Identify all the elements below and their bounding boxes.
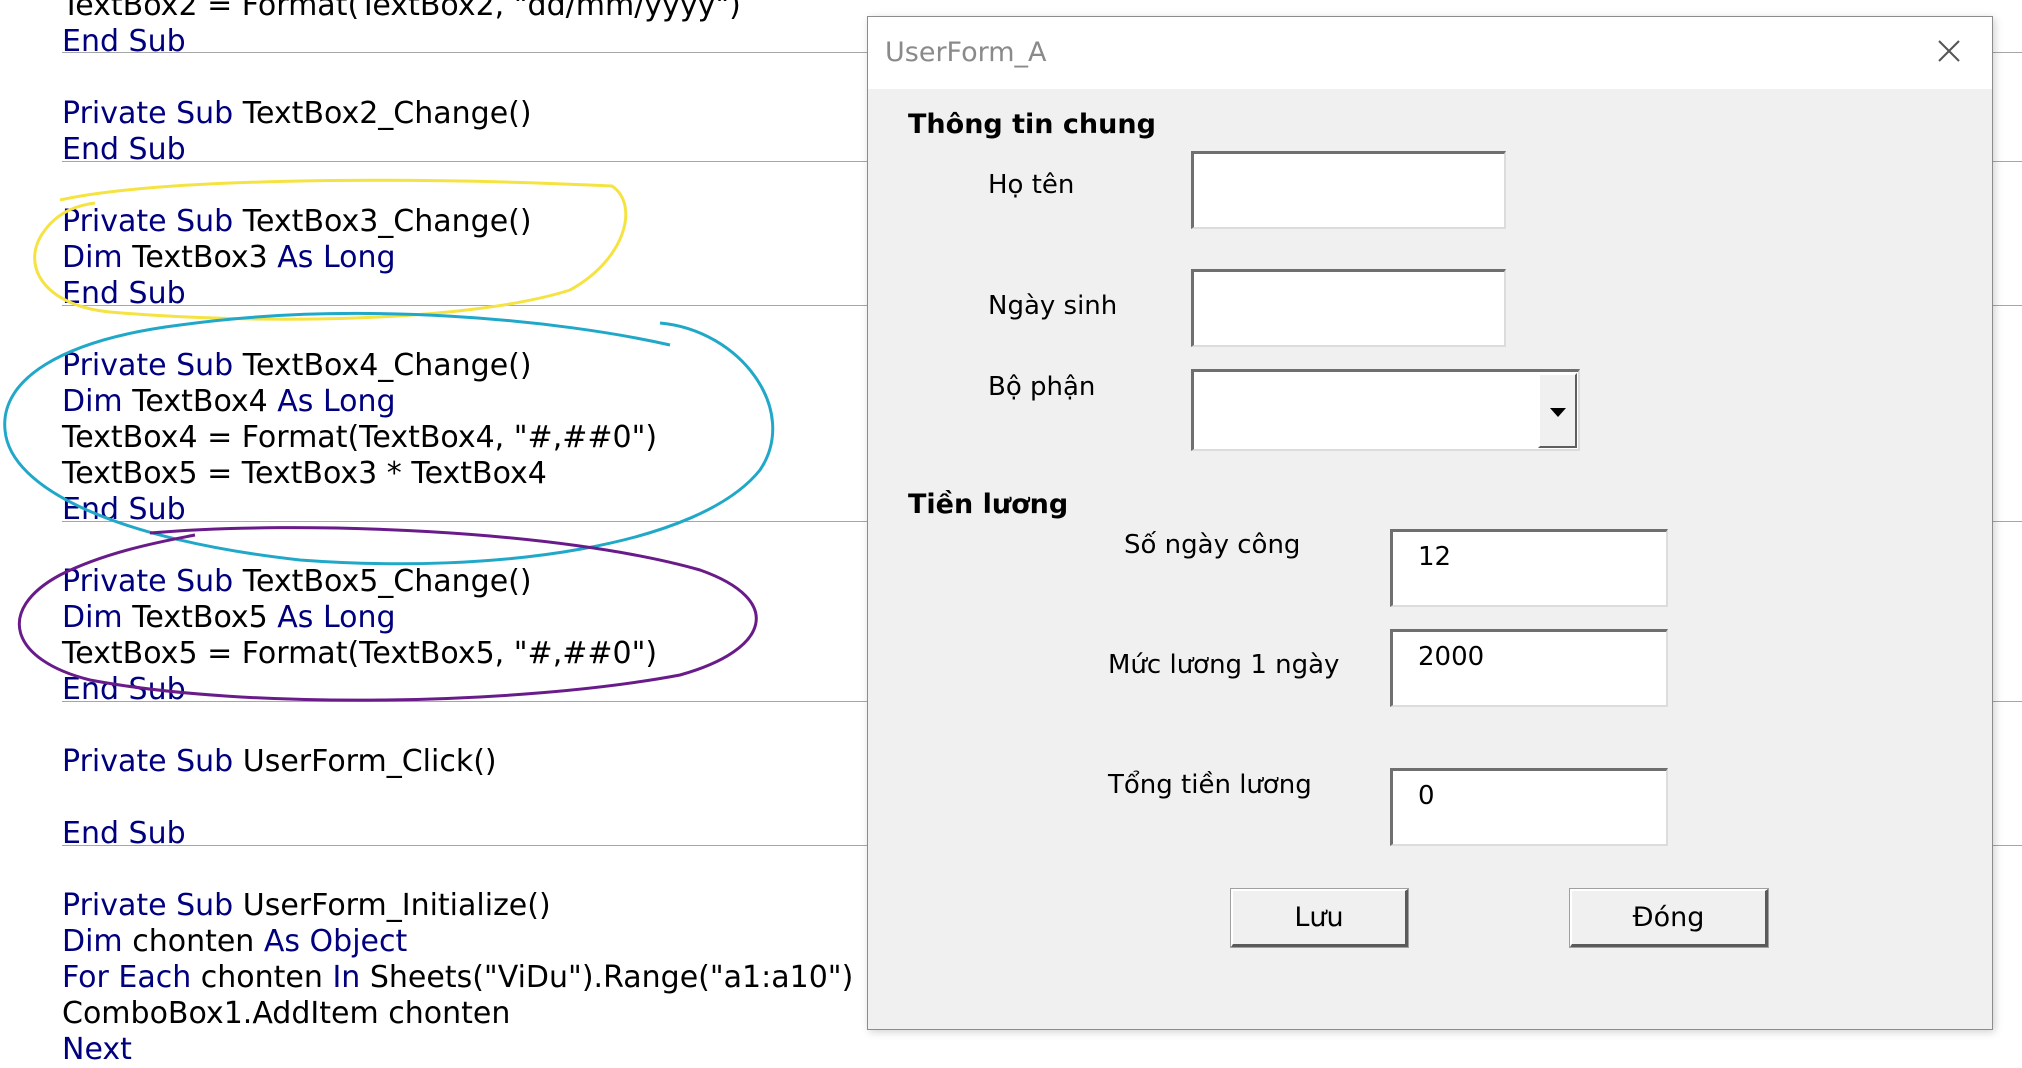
code-text: TextBox5: [132, 600, 278, 635]
code-line: Private Sub TextBox5_Change(): [62, 564, 532, 600]
code-keyword: As Long: [277, 600, 396, 635]
code-text: TextBox4 = Format(TextBox4, "#,##0"): [62, 420, 658, 455]
code-text: chonten: [200, 960, 333, 995]
code-keyword: End Sub: [62, 24, 186, 59]
muc-luong-label: Mức lương 1 ngày: [1108, 650, 1340, 680]
code-text: chonten: [132, 924, 264, 959]
code-text: TextBox2 = Format(TextBox2, "dd/mm/yyyy"…: [62, 0, 741, 23]
code-text: TextBox5 = TextBox3 * TextBox4: [62, 456, 547, 491]
code-text: Sheets("ViDu").Range("a1:a10"): [369, 960, 854, 995]
code-keyword: Private Sub: [62, 888, 243, 923]
code-keyword: Private Sub: [62, 204, 243, 239]
tong-tien-label: Tổng tiền lương: [1108, 770, 1312, 800]
code-line: Private Sub UserForm_Initialize(): [62, 888, 551, 924]
code-text: UserForm_Initialize(): [242, 888, 551, 923]
code-keyword: For Each: [62, 960, 201, 995]
code-keyword: Dim: [62, 240, 133, 275]
code-keyword: Private Sub: [62, 96, 243, 131]
bo-phan-label: Bộ phận: [988, 372, 1096, 402]
code-line: End Sub: [62, 816, 186, 852]
section-title-general-info: Thông tin chung: [908, 109, 1156, 140]
code-text: ComboBox1.AddItem chonten: [62, 996, 511, 1031]
code-line: Dim TextBox5 As Long: [62, 600, 396, 636]
code-line: End Sub: [62, 24, 186, 60]
code-line: Dim chonten As Object: [62, 924, 407, 960]
combobox-dropdown-button[interactable]: [1538, 373, 1577, 448]
code-text: UserForm_Click(): [242, 744, 497, 779]
so-ngay-cong-input[interactable]: 12: [1390, 529, 1668, 607]
ngay-sinh-input[interactable]: [1191, 269, 1506, 347]
tong-tien-input[interactable]: 0: [1390, 768, 1668, 846]
section-title-salary: Tiền lương: [908, 489, 1069, 520]
code-line: TextBox5 = TextBox3 * TextBox4: [62, 456, 547, 492]
code-line: Private Sub TextBox2_Change(): [62, 96, 532, 132]
dialog-title: UserForm_A: [885, 37, 1047, 68]
code-line: End Sub: [62, 132, 186, 168]
code-keyword: Dim: [62, 384, 133, 419]
code-text: TextBox4_Change(): [242, 348, 532, 383]
userform-dialog: UserForm_A Thông tin chung Họ tên Ngày s…: [867, 16, 1993, 1030]
code-text: TextBox4: [132, 384, 278, 419]
close-icon: [1938, 40, 1960, 62]
code-line: Dim TextBox3 As Long: [62, 240, 396, 276]
code-line: Next: [62, 1032, 132, 1068]
code-line: TextBox5 = Format(TextBox5, "#,##0"): [62, 636, 657, 672]
code-keyword: Dim: [62, 924, 133, 959]
code-line: End Sub: [62, 492, 186, 528]
code-text: TextBox2_Change(): [242, 96, 532, 131]
code-line: Dim TextBox4 As Long: [62, 384, 396, 420]
code-line: Private Sub TextBox4_Change(): [62, 348, 532, 384]
code-text: TextBox3_Change(): [242, 204, 532, 239]
code-line: TextBox4 = Format(TextBox4, "#,##0"): [62, 420, 657, 456]
bo-phan-combobox[interactable]: [1191, 369, 1580, 451]
muc-luong-input[interactable]: 2000: [1390, 629, 1668, 707]
ngay-sinh-label: Ngày sinh: [988, 291, 1118, 321]
code-line: End Sub: [62, 276, 186, 312]
code-line: Private Sub TextBox3_Change(): [62, 204, 532, 240]
code-line: For Each chonten In Sheets("ViDu").Range…: [62, 960, 853, 996]
code-line: End Sub: [62, 672, 186, 708]
close-button[interactable]: [1910, 17, 1992, 89]
close-form-button[interactable]: Đóng: [1569, 888, 1769, 948]
ho-ten-input[interactable]: [1191, 151, 1506, 229]
code-line: Private Sub UserForm_Click(): [62, 744, 497, 780]
so-ngay-cong-label: Số ngày công: [1124, 530, 1301, 560]
code-text: TextBox3: [132, 240, 278, 275]
code-text: TextBox5 = Format(TextBox5, "#,##0"): [62, 636, 658, 671]
code-keyword: Private Sub: [62, 348, 243, 383]
code-line: ComboBox1.AddItem chonten: [62, 996, 510, 1032]
code-keyword: Private Sub: [62, 744, 243, 779]
code-text: TextBox5_Change(): [242, 564, 532, 599]
code-keyword: Private Sub: [62, 564, 243, 599]
save-button[interactable]: Lưu: [1230, 888, 1409, 948]
chevron-down-icon: [1550, 408, 1566, 417]
ho-ten-label: Họ tên: [988, 170, 1075, 200]
code-keyword: As Long: [277, 240, 396, 275]
code-line: TextBox2 = Format(TextBox2, "dd/mm/yyyy"…: [62, 0, 741, 24]
code-keyword: In: [332, 960, 370, 995]
dialog-titlebar[interactable]: UserForm_A: [868, 17, 1992, 89]
code-keyword: Dim: [62, 600, 133, 635]
code-keyword: As Object: [263, 924, 408, 959]
code-keyword: As Long: [277, 384, 396, 419]
